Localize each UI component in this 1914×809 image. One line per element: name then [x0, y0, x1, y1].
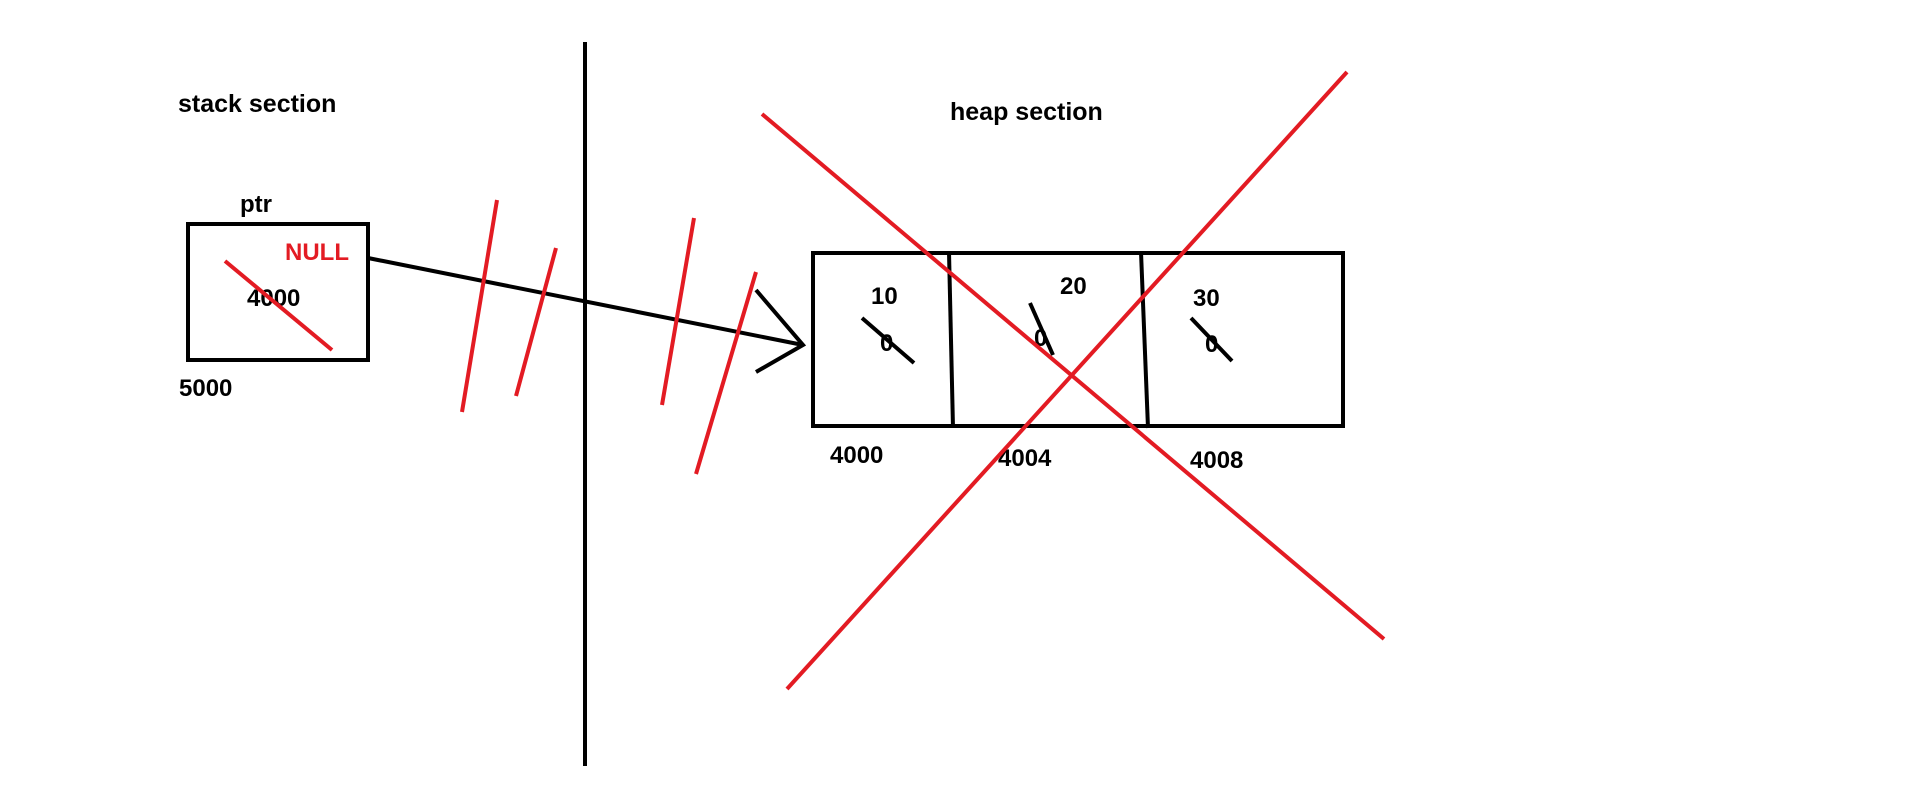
link-cut-mark-4	[694, 271, 758, 475]
stack-variable-box	[186, 222, 370, 362]
link-cut-mark-3	[660, 217, 696, 406]
heap-cell-3-old-value-strike	[1189, 316, 1234, 363]
heap-cell-3-value: 30	[1193, 285, 1220, 312]
heap-freed-cross-line-2	[785, 70, 1349, 691]
pointer-arrowhead	[754, 288, 807, 374]
stack-old-value-strike	[223, 259, 334, 352]
stack-old-value: 4000	[247, 285, 300, 312]
heap-cell-3-address: 4008	[1190, 447, 1243, 474]
heap-array-box	[811, 251, 1345, 428]
stack-new-value: NULL	[285, 239, 349, 266]
heap-cell-2-old-value-strike	[1028, 302, 1055, 356]
heap-cell-1-old-value-strike	[860, 316, 916, 365]
link-cut-mark-1	[460, 199, 499, 413]
heap-cell-divider-2	[1139, 251, 1150, 429]
heap-cell-2-value: 20	[1060, 273, 1087, 300]
heap-cell-1-value: 10	[871, 283, 898, 310]
heap-cell-divider-1	[947, 251, 955, 429]
stack-section-title: stack section	[178, 90, 336, 118]
pointer-arrow-line	[367, 256, 804, 347]
heap-section-title: heap section	[950, 98, 1103, 126]
link-cut-mark-2	[514, 247, 558, 397]
stack-variable-address: 5000	[179, 375, 232, 402]
stack-variable-name: ptr	[240, 191, 272, 218]
heap-cell-1-address: 4000	[830, 442, 883, 469]
